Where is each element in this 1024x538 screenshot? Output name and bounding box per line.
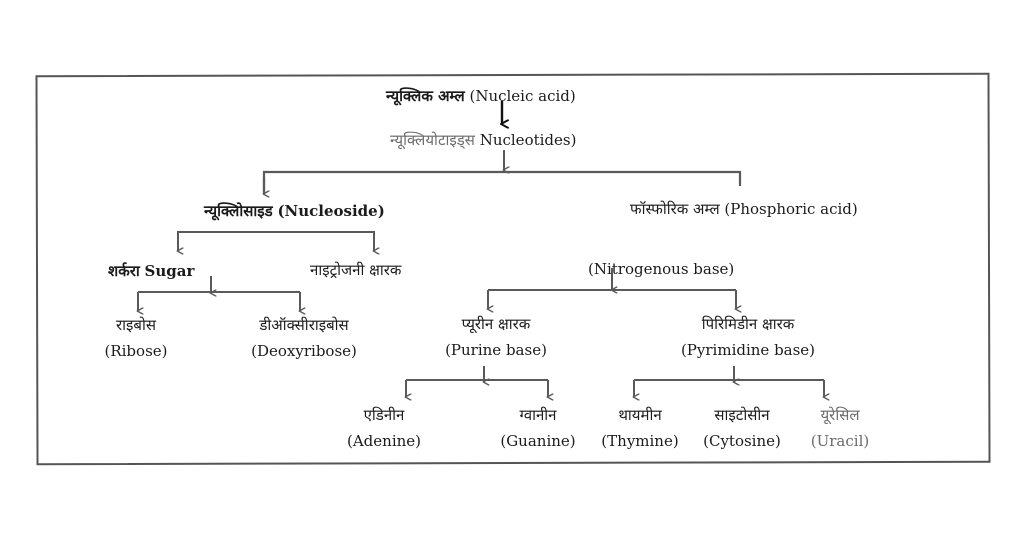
- nucleic-acid-hindi: न्यूक्लिक अम्ल: [386, 87, 465, 105]
- node-pyrimidine: पिरिमिडीन क्षारक (Pyrimidine base): [681, 315, 815, 359]
- node-nucleic-acid: न्यूक्लिक अम्ल (Nucleic acid): [386, 87, 576, 105]
- node-adenine: एडिनीन (Adenine): [347, 406, 421, 450]
- nucleotides-hindi: न्यूक्लियोटाइड्स: [390, 131, 475, 149]
- node-deoxyribose: डीऑक्सीराइबोस (Deoxyribose): [251, 316, 357, 360]
- deoxyribose-english: (Deoxyribose): [251, 342, 357, 360]
- node-ribose: राइबोस (Ribose): [104, 316, 167, 360]
- pyrimidine-hindi: पिरिमिडीन क्षारक: [701, 315, 795, 333]
- thymine-hindi: थायमीन: [618, 406, 662, 424]
- node-nucleotides: न्यूक्लियोटाइड्स Nucleotides): [390, 131, 576, 149]
- deoxyribose-hindi: डीऑक्सीराइबोस: [259, 316, 349, 334]
- purine-hindi: प्यूरीन क्षारक: [461, 315, 531, 333]
- nitrogenous-hindi: नाइट्रोजनी क्षारक: [310, 261, 402, 279]
- guanine-hindi: ग्वानीन: [519, 406, 557, 424]
- node-guanine: ग्वानीन (Guanine): [500, 406, 575, 450]
- node-nitrogenous-english: (Nitrogenous base): [588, 260, 734, 278]
- guanine-english: (Guanine): [500, 432, 576, 450]
- node-thymine: थायमीन (Thymine): [601, 406, 678, 450]
- node-purine: प्यूरीन क्षारक (Purine base): [445, 315, 547, 359]
- cytosine-hindi: साइटोसीन: [714, 406, 770, 424]
- pyrimidine-english: (Pyrimidine base): [680, 341, 816, 359]
- adenine-hindi: एडिनीन: [363, 406, 405, 424]
- node-phosphoric-acid: फॉस्फोरिक अम्ल (Phosphoric acid): [630, 200, 858, 218]
- branch-nucleoside: [177, 231, 375, 240]
- cytosine-english: (Cytosine): [703, 432, 781, 450]
- nucleoside-hindi: न्यूक्लिोसाइड: [204, 202, 273, 220]
- sugar-english: Sugar: [144, 262, 195, 280]
- phosphoric-english: (Phosphoric acid): [724, 200, 858, 218]
- uracil-english: (Uracil): [810, 432, 870, 450]
- node-uracil: यूरेसिल (Uracil): [811, 406, 869, 450]
- node-cytosine: साइटोसीन (Cytosine): [703, 406, 781, 450]
- nucleoside-english: (Nucleoside): [277, 202, 385, 220]
- node-nitrogenous-hindi: नाइट्रोजनी क्षारक: [310, 261, 401, 279]
- nitrogenous-english: (Nitrogenous base): [588, 260, 735, 278]
- node-sugar: शर्करा Sugar: [108, 262, 194, 280]
- phosphoric-hindi: फॉस्फोरिक अम्ल: [630, 200, 720, 218]
- ribose-hindi: राइबोस: [116, 316, 156, 334]
- ribose-english: (Ribose): [104, 342, 168, 360]
- thymine-english: (Thymine): [601, 432, 679, 450]
- branch-main: [262, 170, 742, 192]
- nucleotides-english: Nucleotides): [479, 131, 577, 149]
- purine-english: (Purine base): [445, 341, 547, 359]
- adenine-english: (Adenine): [346, 432, 422, 450]
- sugar-hindi: शर्करा: [108, 262, 140, 280]
- uracil-hindi: यूरेसिल: [820, 406, 860, 424]
- node-nucleoside: न्यूक्लिोसाइड (Nucleoside): [204, 202, 385, 220]
- nucleic-acid-english: (Nucleic acid): [469, 87, 576, 105]
